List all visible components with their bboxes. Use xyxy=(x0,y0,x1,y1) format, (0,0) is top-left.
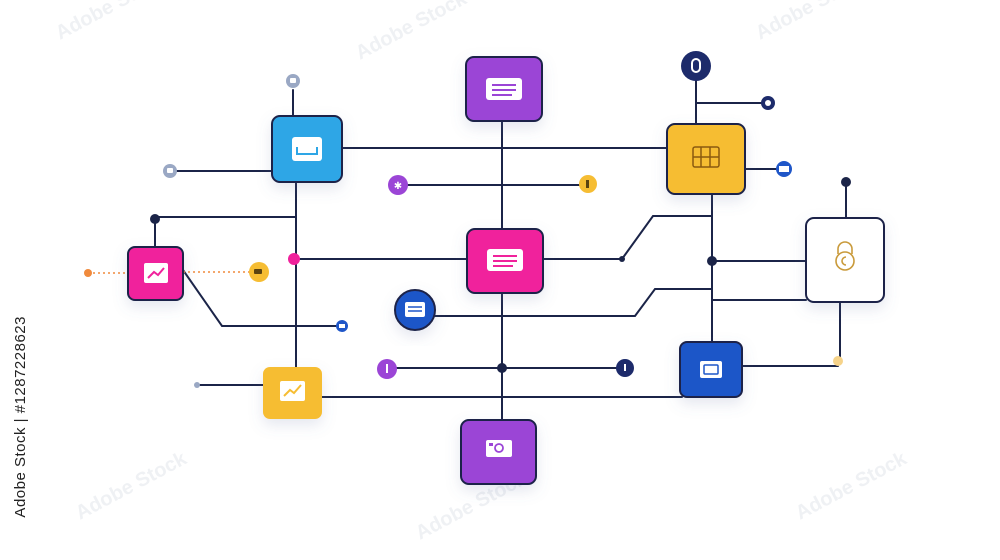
junction-dot xyxy=(194,382,200,388)
gray-dot-badge xyxy=(163,164,177,178)
navy-dot-badge xyxy=(681,51,711,81)
node-royal-right[interactable] xyxy=(679,341,743,398)
document-lines-icon xyxy=(487,249,523,271)
chart-card-icon xyxy=(280,381,305,401)
watermark-text: Adobe Stock xyxy=(52,0,171,44)
junction-dot xyxy=(84,269,92,277)
amber-dot-badge xyxy=(579,175,597,193)
navy-ring-badge xyxy=(761,96,775,110)
navy-dot-badge xyxy=(336,320,348,332)
chart-card-icon xyxy=(144,263,168,283)
calendar-grid-icon xyxy=(692,146,720,168)
purple-dot-badge: ✱ xyxy=(388,175,408,195)
navy-dot-badge xyxy=(616,359,634,377)
watermark-text: Adobe Stock xyxy=(352,0,471,64)
node-blue-circle[interactable] xyxy=(394,289,436,331)
node-amber-bottom-left[interactable] xyxy=(263,367,322,419)
junction-dot xyxy=(833,356,843,366)
watermark-text: Adobe Stock xyxy=(752,0,871,44)
document-lines-icon xyxy=(405,302,425,317)
node-purple-bottom[interactable] xyxy=(460,419,537,485)
junction-dot xyxy=(841,177,851,187)
junction-dot xyxy=(288,253,300,265)
node-magenta-center[interactable] xyxy=(466,228,544,294)
connector-lines xyxy=(154,79,847,421)
node-amber-right[interactable] xyxy=(666,123,746,195)
amber-dot-badge xyxy=(249,262,269,282)
junction-dot xyxy=(497,363,507,373)
junction-dot xyxy=(707,256,717,266)
document-lines-icon xyxy=(486,78,522,100)
junction-dot xyxy=(619,256,625,262)
connector xyxy=(429,288,713,317)
node-magenta-left[interactable] xyxy=(127,246,184,301)
purple-dot-badge xyxy=(377,359,397,379)
endpoint-badges: ✱ xyxy=(163,51,792,379)
dotted-connectors xyxy=(88,271,258,274)
connector xyxy=(182,269,341,327)
watermark-text: Adobe Stock xyxy=(72,447,191,524)
screen-icon xyxy=(700,361,722,378)
junction-dots xyxy=(84,177,851,388)
watermark-text: Adobe Stock xyxy=(792,447,911,524)
camera-card-icon xyxy=(486,440,512,457)
node-purple-top[interactable] xyxy=(465,56,543,122)
inbox-tray-icon xyxy=(292,137,322,161)
node-sky-left[interactable] xyxy=(271,115,343,183)
padlock-icon xyxy=(835,241,855,271)
svg-text:✱: ✱ xyxy=(394,181,402,192)
node-white-lock[interactable] xyxy=(805,217,885,303)
connector xyxy=(621,215,713,260)
junction-dot xyxy=(150,214,160,224)
royal-dot-badge xyxy=(776,161,792,177)
gray-dot-badge xyxy=(286,74,300,88)
